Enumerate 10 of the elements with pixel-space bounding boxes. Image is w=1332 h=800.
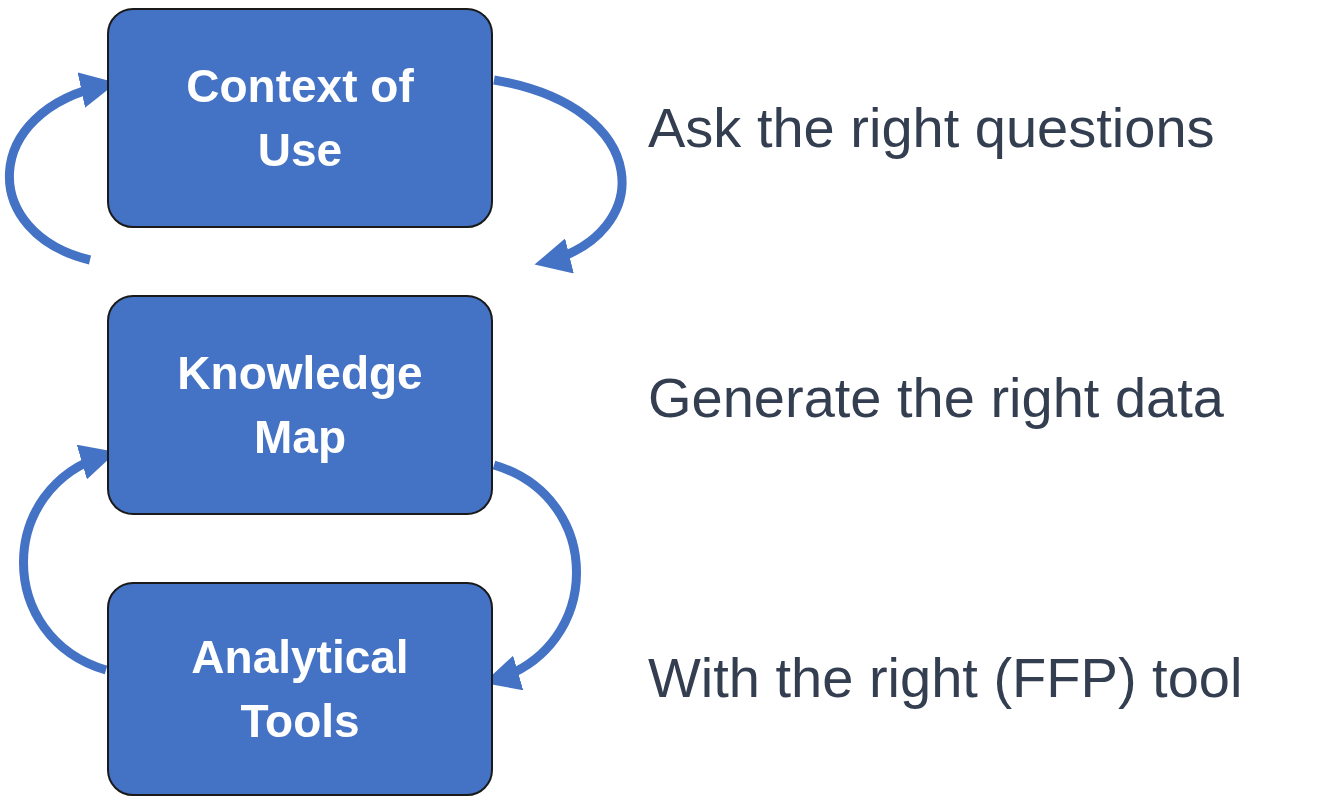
- process-box: [107, 582, 493, 796]
- curved-arrow: [492, 75, 626, 271]
- box-label: Analytical Tools: [190, 630, 410, 749]
- box-label: Context of Use: [185, 59, 415, 178]
- caption-text: Ask the right questions: [648, 95, 1215, 160]
- process-box: [107, 8, 493, 228]
- box-label: Knowledge Map: [176, 346, 424, 465]
- caption-text: Generate the right data: [648, 365, 1224, 430]
- process-box: [107, 295, 493, 515]
- caption-text: With the right (FFP) tool: [648, 645, 1243, 710]
